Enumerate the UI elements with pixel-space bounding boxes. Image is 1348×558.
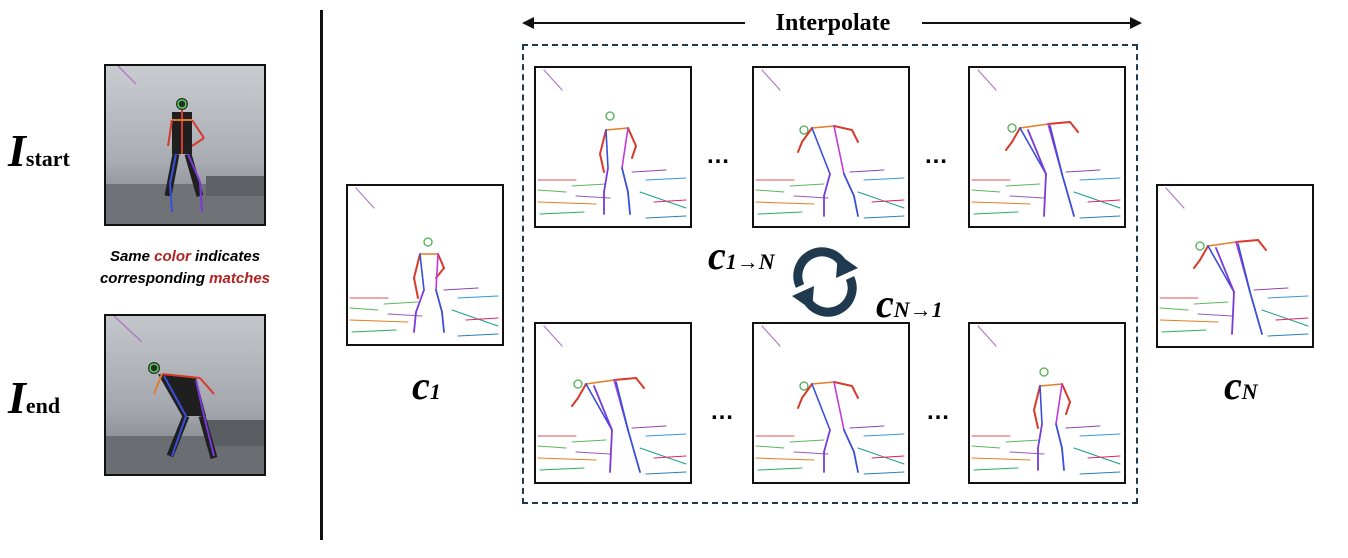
forward-frame-1 bbox=[534, 66, 692, 228]
backward-frame-3 bbox=[968, 322, 1126, 484]
forward-frame-3 bbox=[968, 66, 1126, 228]
color-match-caption: Same color indicates corresponding match… bbox=[99, 248, 271, 287]
backward-ellipsis-1: … bbox=[710, 398, 735, 425]
c1-label: c1 bbox=[412, 363, 441, 408]
forward-ellipsis-1: … bbox=[706, 142, 731, 169]
interpolate-title: Interpolate bbox=[775, 10, 891, 36]
backward-frame-1 bbox=[534, 322, 692, 484]
c1-frame bbox=[346, 184, 504, 346]
backward-ellipsis-2: … bbox=[926, 398, 951, 425]
forward-ellipsis-2: … bbox=[924, 142, 949, 169]
cN-frame bbox=[1156, 184, 1314, 348]
interpolation-region bbox=[522, 44, 1138, 504]
forward-direction-label: c1→N bbox=[708, 233, 775, 278]
forward-frame-2 bbox=[752, 66, 910, 228]
cN-label: cN bbox=[1224, 363, 1258, 408]
interpolate-arrows bbox=[522, 17, 1142, 29]
backward-direction-label: cN→1 bbox=[876, 281, 943, 326]
start-image bbox=[104, 64, 266, 226]
start-image-label: Istart bbox=[8, 125, 70, 176]
backward-frame-2 bbox=[752, 322, 910, 484]
vertical-divider bbox=[320, 10, 323, 540]
cycle-arrows-icon bbox=[792, 247, 858, 317]
end-image-label: Iend bbox=[8, 372, 61, 423]
end-image bbox=[104, 314, 266, 476]
